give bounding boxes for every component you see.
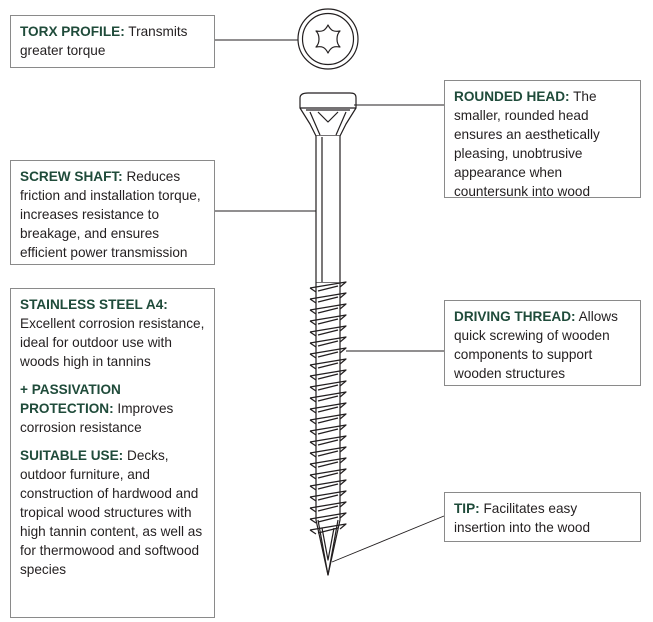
thread-crest	[309, 413, 347, 425]
passivation-text: Improves corrosion resistance	[20, 401, 174, 435]
torx-text: Transmits greater torque	[20, 24, 188, 58]
thread-root	[317, 516, 339, 523]
use-heading: SUITABLE USE:	[20, 448, 124, 463]
thread-root	[317, 527, 339, 534]
steel-text: Excellent corrosion resistance, ideal fo…	[20, 316, 205, 369]
thread-root	[317, 505, 339, 512]
tip-heading: TIP:	[454, 501, 480, 516]
passivation-heading: + PASSIVATION PROTECTION:	[20, 382, 121, 416]
head-text: The smaller, rounded head ensures an aes…	[454, 89, 600, 199]
screw-head	[299, 92, 357, 137]
thread-root	[317, 384, 339, 391]
thread-root	[317, 417, 339, 424]
thread-crest	[309, 281, 347, 293]
thread-crest	[309, 303, 347, 315]
callout-driving-thread: DRIVING THREAD: Allows quick screwing of…	[444, 300, 641, 386]
thread-root	[317, 395, 339, 402]
head-heading: ROUNDED HEAD:	[454, 89, 570, 104]
thread-crest	[309, 457, 347, 469]
thread-root	[317, 296, 339, 303]
thread-crest	[309, 468, 347, 480]
leader-tip	[331, 515, 445, 563]
torx-top-view	[297, 8, 359, 70]
thread-root	[317, 373, 339, 380]
thread-root	[317, 428, 339, 435]
thread-root	[317, 494, 339, 501]
callout-tip: TIP: Facilitates easy insertion into the…	[444, 492, 641, 542]
thread-root	[317, 406, 339, 413]
thread-heading: DRIVING THREAD:	[454, 309, 576, 324]
thread-crest	[309, 314, 347, 326]
callout-rounded-head: ROUNDED HEAD: The smaller, rounded head …	[444, 80, 641, 199]
thread-root	[317, 285, 339, 292]
thread-root	[317, 362, 339, 369]
steel-heading: STAINLESS STEEL A4:	[20, 297, 168, 312]
thread-root	[317, 483, 339, 490]
thread-crest	[309, 501, 347, 513]
thread-crest	[309, 512, 347, 524]
thread-root	[317, 318, 339, 325]
thread-root	[317, 340, 339, 347]
thread-crest	[309, 358, 347, 370]
thread-root	[317, 307, 339, 314]
screw-shaft	[315, 136, 341, 284]
thread-root	[317, 472, 339, 479]
thread-crest	[309, 292, 347, 304]
thread-root	[317, 439, 339, 446]
callout-material-and-use: STAINLESS STEEL A4: Excellent corrosion …	[10, 288, 215, 618]
leader-lines	[214, 39, 445, 563]
driving-thread	[309, 281, 347, 576]
callout-torx-profile: TORX PROFILE: Transmits greater torque	[10, 15, 215, 68]
torx-heading: TORX PROFILE:	[20, 24, 125, 39]
shaft-text: Reduces friction and installation torque…	[20, 169, 201, 260]
thread-root	[317, 450, 339, 457]
thread-crest	[309, 479, 347, 491]
thread-root	[317, 461, 339, 468]
thread-crest	[309, 446, 347, 458]
thread-crest	[309, 369, 347, 381]
screw-tip	[317, 519, 339, 576]
use-text: Decks, outdoor furniture, and constructi…	[20, 448, 203, 577]
thread-root	[317, 329, 339, 336]
thread-crest	[309, 435, 347, 447]
thread-crest	[309, 402, 347, 414]
callout-screw-shaft: SCREW SHAFT: Reduces friction and instal…	[10, 160, 215, 265]
thread-crest	[309, 380, 347, 392]
thread-root	[317, 351, 339, 358]
thread-crest	[309, 391, 347, 403]
thread-crest	[309, 336, 347, 348]
shaft-heading: SCREW SHAFT:	[20, 169, 123, 184]
tip-text: Facilitates easy insertion into the wood	[454, 501, 591, 535]
thread-crest	[309, 490, 347, 502]
thread-crest	[309, 325, 347, 337]
thread-text: Allows quick screwing of wooden componen…	[454, 309, 618, 381]
thread-crest	[309, 424, 347, 436]
thread-crest	[309, 347, 347, 359]
